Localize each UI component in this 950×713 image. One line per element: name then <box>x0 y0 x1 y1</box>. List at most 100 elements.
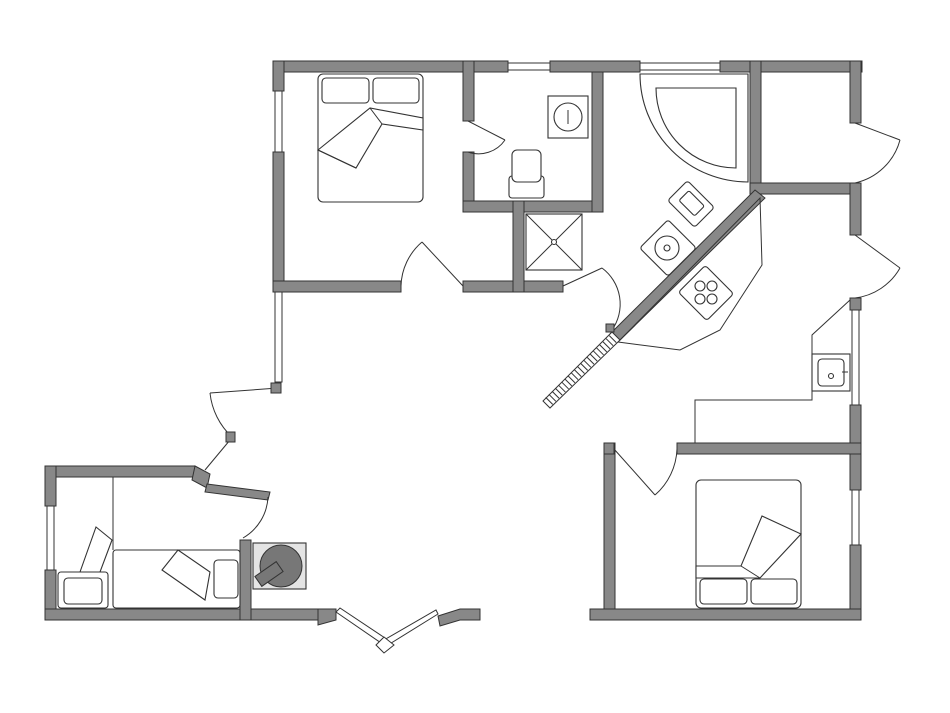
stair-step <box>593 350 601 359</box>
stair-step <box>605 338 614 347</box>
stair-step <box>589 353 598 362</box>
wall <box>44 465 57 507</box>
wall <box>603 442 615 455</box>
stair-step <box>583 359 592 368</box>
stove-pipe <box>254 560 284 588</box>
utility-sink-basin <box>817 358 845 387</box>
burner <box>706 293 718 305</box>
wall <box>591 60 604 213</box>
wall <box>849 297 862 311</box>
kitchen-counter <box>616 196 763 351</box>
door <box>421 241 464 287</box>
window <box>375 636 395 654</box>
partition <box>694 299 851 443</box>
hinge <box>605 323 615 333</box>
burner <box>694 293 706 305</box>
window <box>507 62 551 71</box>
door <box>467 120 506 141</box>
wall <box>462 200 604 213</box>
furniture <box>57 73 851 609</box>
wall <box>44 608 331 621</box>
door-swing <box>400 241 423 287</box>
wall <box>603 442 616 621</box>
window <box>46 505 55 571</box>
stair-step <box>577 366 585 374</box>
stair-step <box>558 384 566 393</box>
stair-step <box>573 369 582 377</box>
wall <box>719 60 863 73</box>
door-swing <box>854 267 901 299</box>
wall <box>749 60 762 192</box>
stair-step <box>545 397 554 405</box>
hinge <box>225 431 236 443</box>
duvet <box>161 549 211 601</box>
stair-step <box>551 390 560 399</box>
burner <box>706 280 718 292</box>
window <box>639 62 721 71</box>
window <box>274 90 283 153</box>
stair-step <box>586 356 595 365</box>
microwave-door <box>679 190 705 216</box>
duvet <box>740 565 761 579</box>
door-swing <box>467 139 506 155</box>
wall <box>204 483 271 501</box>
stair-steps <box>545 335 617 405</box>
stair-step <box>602 341 611 350</box>
wall <box>44 465 196 478</box>
windows <box>46 62 860 654</box>
stair-step <box>596 347 604 356</box>
wall <box>239 539 252 621</box>
stair-step <box>548 393 557 402</box>
door-swing <box>654 448 678 496</box>
wall <box>272 280 402 293</box>
door <box>613 448 656 496</box>
walls <box>44 60 863 627</box>
wall <box>676 442 862 455</box>
wall <box>272 60 285 92</box>
stair-step <box>561 381 569 390</box>
stair-step <box>599 344 608 353</box>
hinge <box>270 382 282 394</box>
stair-step <box>608 335 617 343</box>
toilet-bowl <box>511 149 542 183</box>
stair-step <box>554 387 563 396</box>
door-swing <box>601 267 621 331</box>
wall <box>749 182 861 195</box>
wall <box>589 608 862 621</box>
door-swing <box>242 496 269 539</box>
door <box>854 234 901 269</box>
pillow <box>372 77 420 104</box>
window <box>335 607 389 646</box>
burner <box>694 280 706 292</box>
wall <box>437 608 481 627</box>
door <box>209 387 279 394</box>
wall <box>849 182 862 236</box>
window <box>204 439 231 471</box>
door-swing <box>209 392 233 438</box>
drain <box>663 244 671 252</box>
drain <box>827 372 835 380</box>
duvet <box>317 107 383 169</box>
stair-step <box>564 378 573 387</box>
stair-step <box>580 363 589 371</box>
duvet <box>79 526 113 573</box>
pillow <box>321 77 370 104</box>
door <box>562 267 603 287</box>
window <box>383 609 439 646</box>
wall <box>849 60 862 124</box>
door <box>854 122 901 141</box>
stair-step <box>570 372 579 381</box>
shower-drain <box>550 238 558 246</box>
door-swing <box>854 139 901 184</box>
cooktop <box>679 266 733 320</box>
wall <box>549 60 641 73</box>
window <box>274 291 283 383</box>
shower-cabin <box>655 87 737 169</box>
wall <box>512 200 525 293</box>
pillow <box>699 578 748 605</box>
window <box>851 309 860 406</box>
pillow <box>63 577 103 605</box>
wall <box>272 151 285 293</box>
doors <box>204 120 901 539</box>
